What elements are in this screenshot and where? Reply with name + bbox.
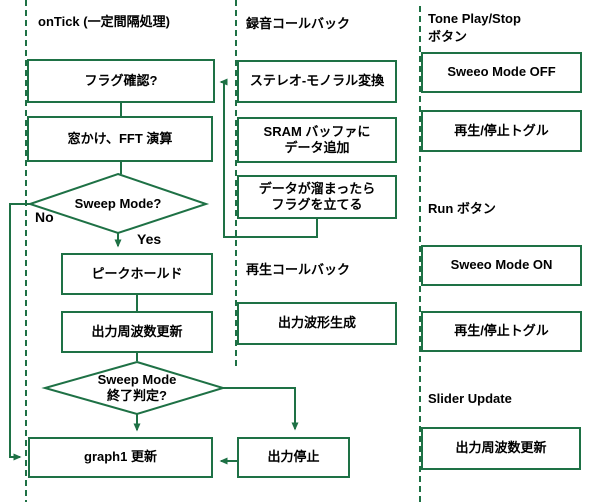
node-play-stop-toggle-2-label: 再生/停止トグル xyxy=(454,323,549,339)
node-slider-freq-update: 出力周波数更新 xyxy=(421,427,581,470)
decision-sweep-mode-label: Sweep Mode? xyxy=(74,196,162,212)
node-graph-update: graph1 更新 xyxy=(28,437,213,478)
node-output-stop: 出力停止 xyxy=(237,437,350,478)
branch-label-yes: Yes xyxy=(137,231,162,247)
node-flag-check: フラグ確認? xyxy=(27,59,215,103)
node-output-stop-label: 出力停止 xyxy=(267,449,320,465)
node-flag-check-label: フラグ確認? xyxy=(84,72,158,88)
section-title-tone-button: Tone Play/Stop ボタン xyxy=(428,11,521,44)
node-freq-update: 出力周波数更新 xyxy=(61,311,213,353)
node-sram-append: SRAM バッファに データ追加 xyxy=(237,117,397,163)
node-freq-update-label: 出力周波数更新 xyxy=(91,323,183,339)
section-title-ontick-text: onTick (一定間隔処理) xyxy=(38,14,170,29)
connector-sweependcheck-to-outputstop xyxy=(223,387,299,431)
node-play-stop-toggle-1-label: 再生/停止トグル xyxy=(454,122,549,138)
node-slider-freq-update-label: 出力周波数更新 xyxy=(455,440,547,456)
node-sweep-mode-off-label: Sweeo Mode OFF xyxy=(447,64,556,80)
section-title-ontick: onTick (一定間隔処理) xyxy=(38,11,170,30)
section-title-record-callback: 録音コールバック xyxy=(246,16,351,31)
node-play-stop-toggle-2: 再生/停止トグル xyxy=(421,311,582,352)
decision-sweep-end-shape xyxy=(41,360,227,416)
section-title-slider-update: Slider Update xyxy=(428,391,512,406)
node-stereo-mono-label: ステレオ-モノラル変換 xyxy=(249,73,385,89)
node-window-fft-label: 窓かけ、FFT 演算 xyxy=(67,130,173,146)
section-title-play-callback: 再生コールバック xyxy=(246,262,351,277)
node-play-stop-toggle-1: 再生/停止トグル xyxy=(421,110,582,152)
node-peak-hold: ピークホールド xyxy=(61,253,213,295)
node-set-flag: データが溜まったら フラグを立てる xyxy=(237,175,397,219)
branch-label-no: No xyxy=(35,209,54,225)
decision-sweep-end-label: Sweep Mode 終了判定? xyxy=(97,372,177,403)
section-title-run-button: Run ボタン xyxy=(428,201,496,216)
decision-sweep-mode-shape xyxy=(26,172,210,235)
node-sweep-mode-on: Sweeo Mode ON xyxy=(421,245,582,286)
node-stereo-mono: ステレオ-モノラル変換 xyxy=(237,60,397,103)
node-waveform-gen-label: 出力波形生成 xyxy=(277,315,356,331)
node-waveform-gen: 出力波形生成 xyxy=(237,302,397,345)
node-peak-hold-label: ピークホールド xyxy=(91,265,183,281)
node-window-fft: 窓かけ、FFT 演算 xyxy=(27,116,213,162)
node-graph-update-label: graph1 更新 xyxy=(84,449,157,465)
node-sweep-mode-on-label: Sweeo Mode ON xyxy=(450,257,553,273)
connector-no-branch-to-graph xyxy=(9,203,30,461)
node-sweep-mode-off: Sweeo Mode OFF xyxy=(421,52,582,93)
